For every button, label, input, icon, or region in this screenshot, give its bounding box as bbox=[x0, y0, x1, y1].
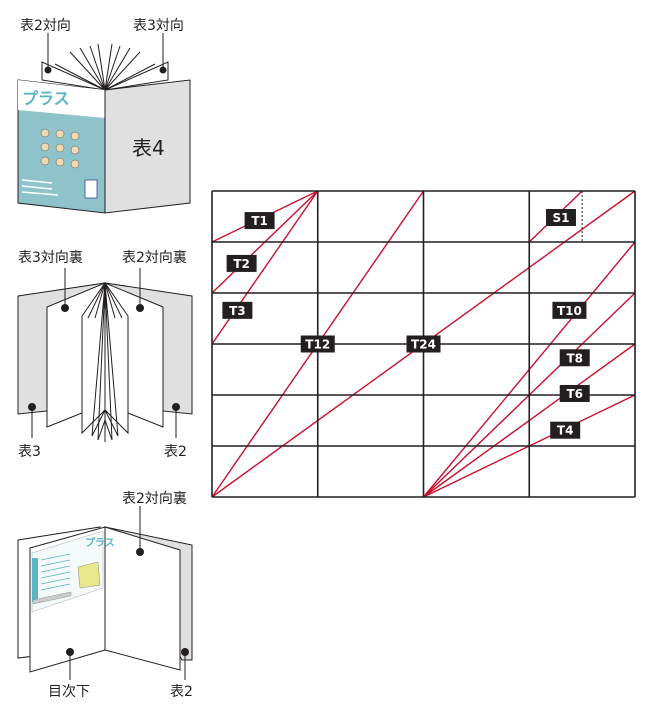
tag-badge-bg-t6 bbox=[559, 384, 590, 402]
tag-label-t8: T8 bbox=[566, 351, 583, 365]
tag-label-t10: T10 bbox=[557, 304, 582, 318]
label-cover2-facing: 表2対向 bbox=[20, 18, 71, 34]
tag-badge-bg-t2 bbox=[226, 254, 257, 272]
tag-badge-bg-t1 bbox=[244, 212, 275, 230]
tag-badge-bg-t3 bbox=[222, 301, 253, 319]
open-book-toc-view bbox=[17, 506, 193, 680]
tag-badge-bg-t4 bbox=[550, 421, 581, 439]
back-cover-label: 表4 bbox=[132, 136, 165, 160]
label-cover2-facing-back-2: 表2対向裏 bbox=[122, 490, 187, 507]
tag-badge-bg-t10 bbox=[552, 301, 587, 319]
label-cover2: 表2 bbox=[164, 444, 187, 460]
label-cover3-facing-back: 表3対向裏 bbox=[18, 249, 83, 266]
tag-label-t1: T1 bbox=[251, 214, 268, 228]
label-cover2-facing-back: 表2対向裏 bbox=[122, 249, 187, 266]
label-cover3: 表3 bbox=[18, 444, 41, 460]
tag-label-s1: S1 bbox=[552, 211, 569, 225]
tag-badge-bg-s1 bbox=[545, 209, 576, 227]
tag-badge-bg-t8 bbox=[559, 349, 590, 367]
back-cover bbox=[104, 79, 191, 214]
open-book-inner-view bbox=[17, 268, 193, 442]
tag-label-t6: T6 bbox=[566, 387, 583, 401]
magazine-title: プラス bbox=[22, 89, 70, 108]
label-toc-bottom: 目次下 bbox=[48, 684, 90, 700]
tag-label-t24: T24 bbox=[411, 338, 436, 352]
label-cover2-2: 表2 bbox=[170, 684, 193, 700]
tag-label-t2: T2 bbox=[233, 257, 250, 271]
open-book-front-view: プラス 表4 表2対向 表3対向 bbox=[17, 18, 191, 214]
tag-label-t12: T12 bbox=[305, 338, 330, 352]
tag-label-t4: T4 bbox=[557, 424, 574, 438]
tag-badge-bg-t24 bbox=[406, 335, 441, 353]
toc-magazine-title: プラス bbox=[85, 536, 115, 549]
tag-badge-bg-t12 bbox=[300, 335, 335, 353]
label-cover3-facing: 表3対向 bbox=[133, 18, 184, 34]
character-illustrations bbox=[40, 128, 80, 169]
tag-label-t3: T3 bbox=[229, 304, 246, 318]
